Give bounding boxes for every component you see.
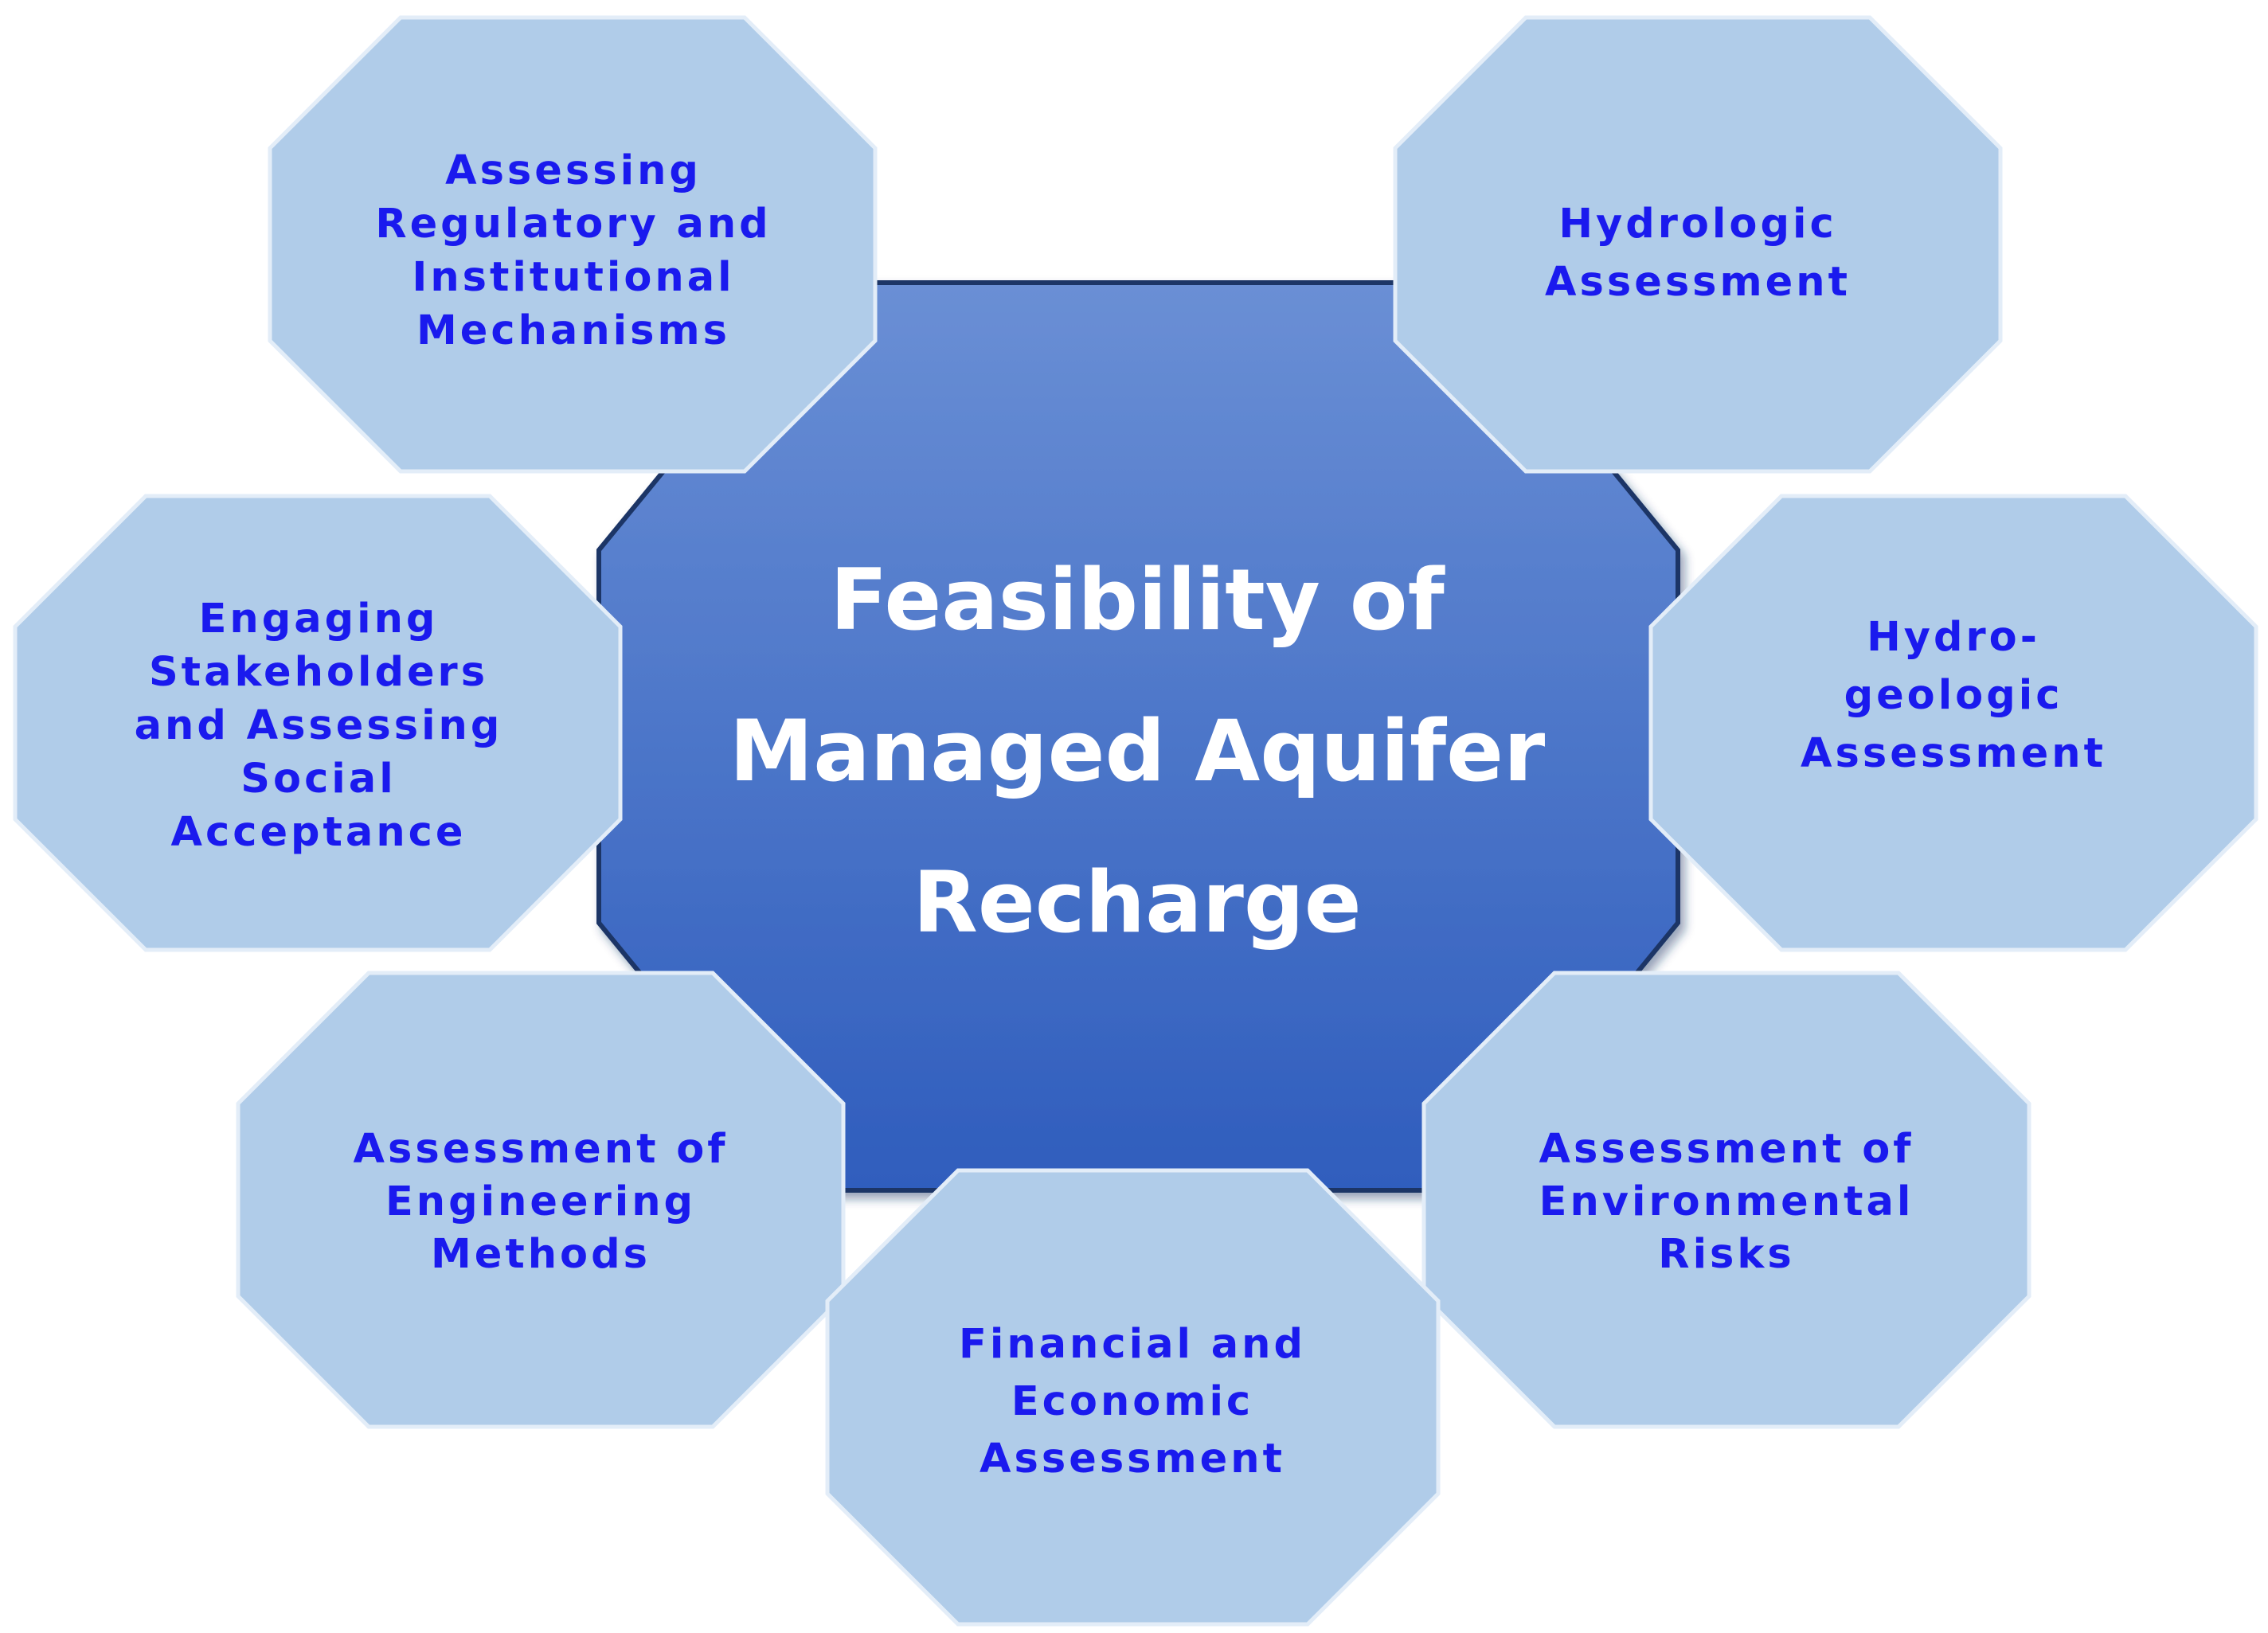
node-label-line: Institutional: [412, 254, 734, 301]
node-label-line: Methods: [431, 1231, 651, 1278]
node-engineering-octagon: [236, 971, 846, 1429]
node-label-line: Mechanisms: [416, 307, 730, 354]
node-hydrologic-octagon: [1393, 15, 2003, 474]
node-label-line: Financial and: [959, 1321, 1306, 1368]
node-label-line: Hydro-: [1867, 614, 2040, 661]
node-regulatory-octagon: [268, 15, 878, 474]
node-label-line: Engineering: [385, 1178, 696, 1225]
node-environmental-octagon: [1421, 971, 2031, 1429]
node-label-line: Assessment of: [1539, 1126, 1914, 1173]
node-label-line: Social: [240, 756, 396, 803]
node-stakeholders-octagon: [13, 494, 623, 952]
node-label-line: Economic: [1011, 1378, 1253, 1425]
node-financial-octagon: [825, 1168, 1441, 1627]
node-label-line: geologic: [1844, 672, 2063, 719]
center-title-line: Feasibility of: [830, 551, 1445, 649]
node-label-line: Assessment: [1545, 259, 1851, 306]
node-label-line: Assessment: [1801, 730, 2106, 777]
node-hydrogeologic-octagon: [1648, 494, 2258, 952]
center-title-line: Managed Aquifer: [729, 702, 1546, 800]
node-label-line: Regulatory and: [375, 201, 771, 248]
node-label-line: Risks: [1658, 1231, 1794, 1278]
node-label-line: Engaging: [199, 596, 439, 643]
node-label-line: Assessing: [445, 147, 702, 194]
node-label-line: Environmental: [1539, 1178, 1914, 1225]
node-label-line: and Assessing: [135, 702, 503, 749]
center-title-line: Recharge: [913, 854, 1361, 951]
node-label-line: Acceptance: [171, 809, 467, 856]
node-label-line: Assessment: [980, 1436, 1285, 1483]
node-label-line: Hydrologic: [1558, 201, 1836, 248]
node-label-line: Assessment of: [354, 1126, 729, 1173]
node-label-line: Stakeholders: [149, 649, 488, 696]
